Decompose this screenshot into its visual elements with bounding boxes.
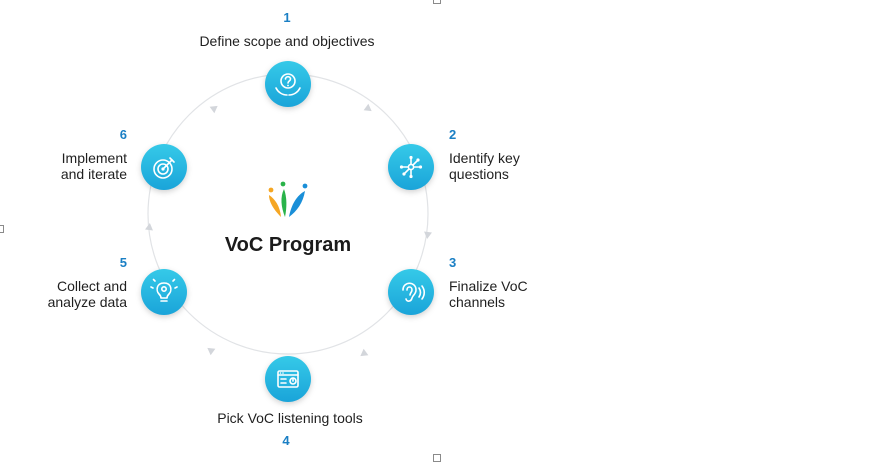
step-label: and iterate [61,166,127,182]
logo-petal-orange [269,195,281,217]
step-label: analyze data [48,294,128,310]
step-1: 1 Define scope and objectives [199,10,375,107]
resize-handle-top[interactable] [433,0,441,4]
step-number: 5 [120,255,127,270]
arrow-icon [424,231,432,239]
arrow-icon [209,105,218,114]
step-label: Finalize VoC [449,278,528,294]
resize-handle-bottom[interactable] [433,454,441,462]
arrow-icon [360,348,369,357]
arrow-icon [145,223,153,231]
step-label: Identify key [449,150,520,166]
step-number: 4 [282,433,290,448]
step-3: 3 Finalize VoC channels [388,255,528,315]
step-5: 5 Collect and analyze data [48,255,187,315]
step-label: Define scope and objectives [199,33,374,49]
logo-petal-blue [289,191,305,217]
step-number: 1 [283,10,290,25]
voc-logo [268,181,308,217]
lightbulb-icon [150,278,178,302]
step-label: questions [449,166,509,182]
step-number: 3 [449,255,456,270]
center-title: VoC Program [225,234,351,256]
step-label: channels [449,294,505,310]
step-2: 2 Identify key questions [388,127,520,190]
step-number: 2 [449,127,456,142]
question-hands-icon [275,73,301,96]
step-label: Implement [62,150,127,166]
cycle-ring [147,73,429,355]
logo-dot-center [280,181,286,187]
step-node [388,144,434,190]
logo-dot-right [302,183,308,189]
step-number: 6 [120,127,127,142]
ear-icon [402,282,426,302]
arrow-icon [207,347,216,356]
cycle-arrows [145,103,432,357]
step-4: Pick VoC listening tools 4 [217,356,363,448]
step-node [265,356,311,402]
step-label: Pick VoC listening tools [217,410,363,426]
resize-handle-left[interactable] [0,225,4,233]
target-icon [153,157,175,179]
logo-petal-green [281,189,287,217]
step-node [265,61,311,107]
step-6: 6 Implement and iterate [61,127,187,190]
step-label: Collect and [57,278,127,294]
browser-tool-icon [277,370,299,388]
logo-dot-left [268,187,274,193]
arrow-icon [363,103,372,112]
network-icon [399,155,423,179]
